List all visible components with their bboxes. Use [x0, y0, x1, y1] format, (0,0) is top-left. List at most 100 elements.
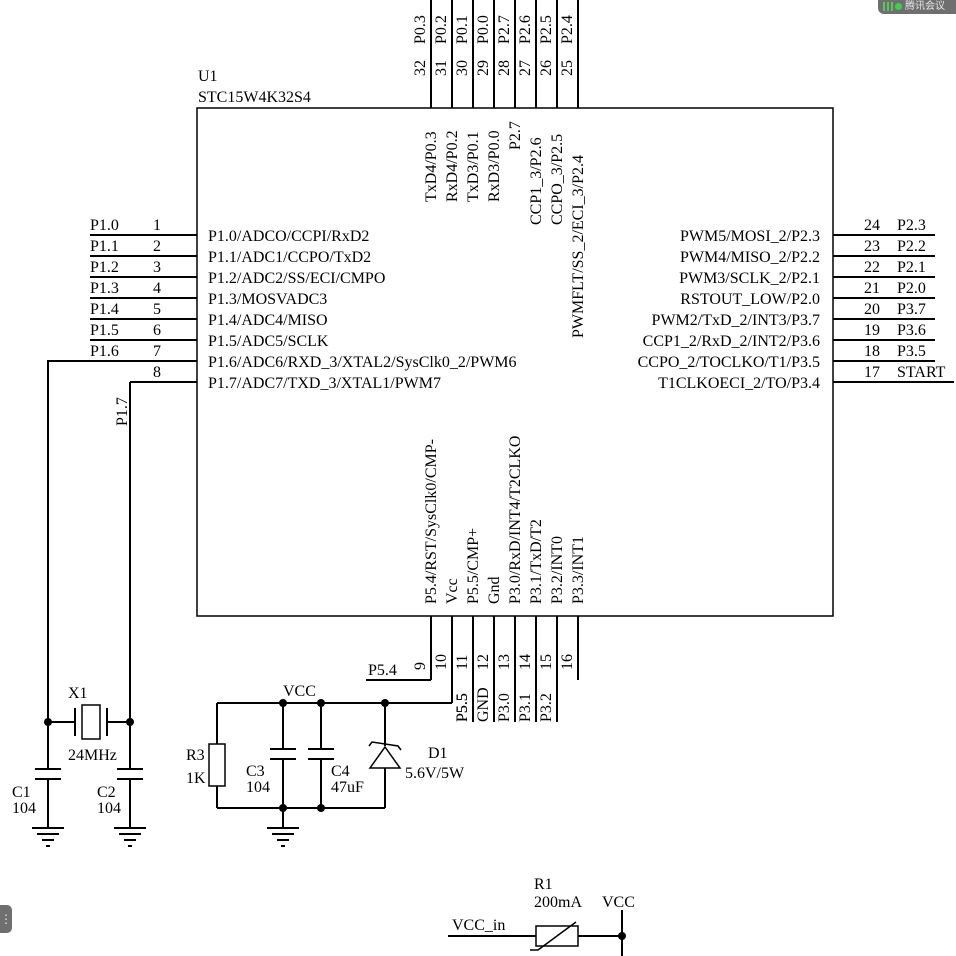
left-pin-function: P1.2/ADC2/SS/ECI/CMPO	[208, 270, 385, 287]
c3-value: 104	[246, 779, 270, 796]
bottom-pin-function: P3.3/INT1	[570, 536, 587, 604]
d1-ref: D1	[428, 745, 448, 762]
bottom-pin-function: Gnd	[486, 576, 503, 604]
left-pin-function: P1.6/ADC6/RXD_3/XTAL2/SysClk0_2/PWM6	[208, 354, 517, 371]
top-pin-net: P2.6	[517, 15, 534, 44]
top-pin-number: 32	[412, 60, 429, 76]
bottom-pin-net: P5.5	[454, 693, 471, 722]
c1-ref: C1	[12, 784, 31, 801]
right-pin-number: 24	[864, 217, 880, 234]
r3-body	[208, 743, 226, 787]
vcc-in-label: VCC_in	[452, 917, 505, 934]
bottom-pin-number: 14	[517, 654, 534, 670]
junction-dot	[317, 804, 325, 812]
top-pin-function: RxD3/P0.0	[486, 130, 503, 202]
left-pin-number: 7	[153, 343, 161, 360]
top-pin-number: 29	[475, 60, 492, 76]
d1-body	[368, 745, 402, 769]
right-pin-net: P2.3	[897, 217, 926, 234]
left-pin-net: P1.0	[90, 217, 119, 234]
right-pin-net: P3.5	[897, 343, 926, 360]
bottom-pin-number: 16	[559, 654, 576, 670]
top-pin-function: CCPO_3/P2.5	[549, 134, 566, 225]
left-pin-number: 2	[153, 238, 161, 255]
d1-value: 5.6V/5W	[405, 765, 465, 782]
tray-label: 腾讯会议	[905, 1, 945, 12]
left-pin-net: P1.2	[90, 259, 119, 276]
vcc-out-label: VCC	[602, 894, 635, 911]
left-pin-function: P1.1/ADC1/CCPO/TxD2	[208, 249, 371, 266]
p54-net-label: P5.4	[368, 662, 397, 679]
c2-ref: C2	[97, 784, 116, 801]
p55-net-label: P5.5	[454, 693, 471, 722]
top-pin-net: P0.2	[433, 15, 450, 44]
c3-ref: C3	[246, 763, 265, 780]
c4-ref: C4	[331, 763, 350, 780]
right-pin-number: 22	[864, 259, 880, 276]
meeting-tray-indicator[interactable]: 腾讯会议	[878, 0, 956, 14]
top-pin-net: P0.3	[412, 15, 429, 44]
ground-symbol	[114, 827, 146, 847]
junction-dot	[618, 932, 626, 940]
c2-value: 104	[97, 800, 121, 817]
right-pin-net: P2.2	[897, 238, 926, 255]
top-pin-number: 30	[454, 60, 471, 76]
left-pin-number: 5	[153, 301, 161, 318]
r3-value: 1K	[186, 770, 206, 787]
right-pin-function: T1CLKOECI_2/TO/P3.4	[658, 375, 820, 392]
bottom-pins: 9 P5.4/RST/SysClk0/CMP- 10 Vcc 11 P5.5 P…	[412, 436, 587, 722]
ic-part-number: STC15W4K32S4	[198, 89, 311, 106]
top-pin-function: TxD3/P0.1	[465, 131, 482, 202]
left-pin-function: P1.7/ADC7/TXD_3/XTAL1/PWM7	[208, 375, 441, 392]
bottom-pin-function: P5.5/CMP+	[465, 528, 482, 604]
vcc-label: VCC	[283, 683, 316, 700]
left-pin-net: P1.4	[90, 301, 119, 318]
ground-symbol	[267, 827, 299, 847]
crystal-value: 24MHz	[68, 747, 117, 764]
top-pin-function: CCP1_3/P2.6	[528, 137, 545, 225]
right-pin-function: CCP1_2/RxD_2/INT2/P3.6	[643, 333, 820, 350]
right-pin-function: PWM4/MISO_2/P2.2	[680, 249, 820, 266]
right-pin-function: PWM2/TxD_2/INT3/P3.7	[652, 312, 820, 329]
top-pin-number: 26	[538, 60, 555, 76]
right-pin-function: RSTOUT_LOW/P2.0	[680, 291, 820, 308]
top-pin-net: P0.1	[454, 15, 471, 44]
bottom-pin-function: Vcc	[444, 578, 461, 604]
top-pin-function: RxD4/P0.2	[444, 130, 461, 202]
crystal-ref: X1	[68, 685, 88, 702]
bottom-pin-number: 9	[412, 662, 429, 670]
bottom-pin-number: 13	[496, 654, 513, 670]
right-pin-number: 20	[864, 301, 880, 318]
side-panel-handle[interactable]: ⋮	[0, 905, 12, 933]
left-pin-function: P1.0/ADCO/CCPI/RxD2	[208, 228, 369, 245]
bottom-pin-net: P3.0	[496, 693, 513, 722]
junction-dot	[279, 804, 287, 812]
more-icon: ⋮	[0, 912, 12, 926]
r1-ptc-arrow	[530, 921, 577, 951]
bottom-pin-function: P5.4/RST/SysClk0/CMP-	[423, 439, 440, 604]
right-pins: 24 P2.3 PWM5/MOSI_2/P2.3 23 P2.2 PWM4/MI…	[638, 217, 954, 392]
right-pin-net: P3.6	[897, 322, 926, 339]
bottom-pin-function: P3.1/TxD/T2	[528, 519, 545, 604]
c1-value: 104	[12, 800, 36, 817]
bottom-pin-net: P3.2	[538, 693, 555, 722]
left-pins: P1.0 1 P1.0/ADCO/CCPI/RxD2 P1.1 2 P1.1/A…	[90, 217, 517, 426]
xtal2-wire	[47, 360, 90, 722]
r3-ref: R3	[186, 747, 205, 764]
bottom-pin-number: 11	[454, 655, 471, 670]
top-pin-number: 25	[559, 60, 576, 76]
left-pin-net: P1.5	[90, 322, 119, 339]
top-pin-function: P2.7	[507, 121, 524, 150]
bottom-pin-function: P3.0/RxD/INT4/T2CLKO	[507, 436, 524, 604]
right-pin-function: CCPO_2/TOCLKO/T1/P3.5	[638, 354, 820, 371]
top-pin-function: TxD4/P0.3	[423, 131, 440, 202]
right-pin-function: PWM5/MOSI_2/P2.3	[680, 228, 820, 245]
right-pin-number: 17	[864, 364, 880, 381]
r1-ref: R1	[534, 876, 553, 893]
right-pin-net: START	[897, 364, 946, 381]
bottom-pin-number: 10	[433, 654, 450, 670]
bottom-pin-number: 12	[475, 654, 492, 670]
d1-cathode-bar	[368, 741, 402, 751]
bottom-pin-number: 15	[538, 654, 555, 670]
